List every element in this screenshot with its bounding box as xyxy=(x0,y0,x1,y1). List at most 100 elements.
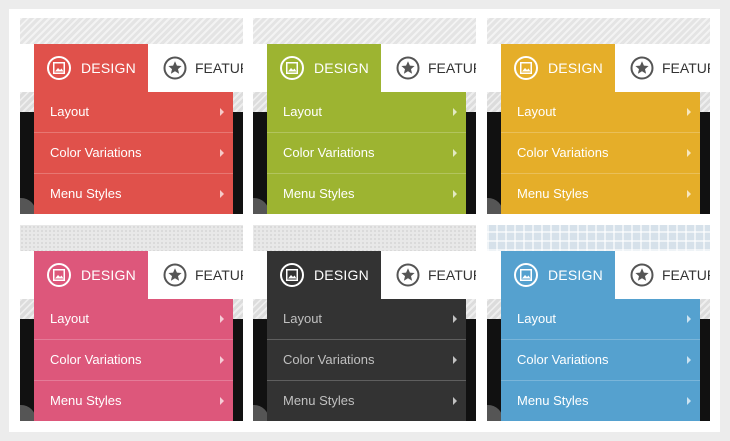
nav-tab-label: FEATURES xyxy=(428,60,476,76)
nav-tab-label: FEATURES xyxy=(662,60,710,76)
submenu-item[interactable]: Menu Styles xyxy=(501,381,700,421)
main-nav-bar: DESIGN FEATURES xyxy=(34,44,243,92)
arrow-right-icon xyxy=(220,397,224,405)
dropdown-submenu: Layout Color Variations Menu Styles xyxy=(267,92,466,214)
submenu-item[interactable]: Color Variations xyxy=(267,133,466,174)
arrow-right-icon xyxy=(220,108,224,116)
arrow-right-icon xyxy=(687,149,691,157)
submenu-item[interactable]: Layout xyxy=(267,299,466,340)
submenu-item[interactable]: Color Variations xyxy=(34,133,233,174)
nav-tab-design[interactable]: DESIGN xyxy=(267,44,381,92)
arrow-right-icon xyxy=(687,190,691,198)
arrow-right-icon xyxy=(453,149,457,157)
arrow-right-icon xyxy=(220,315,224,323)
decorative-shape xyxy=(253,198,269,214)
arrow-right-icon xyxy=(453,315,457,323)
submenu-item-label: Layout xyxy=(50,311,90,326)
submenu-item-label: Color Variations xyxy=(50,145,142,160)
submenu-item[interactable]: Color Variations xyxy=(501,340,700,381)
submenu-item-label: Layout xyxy=(283,104,323,119)
image-icon xyxy=(514,56,538,80)
nav-tab-label: DESIGN xyxy=(548,60,603,76)
submenu-item[interactable]: Layout xyxy=(267,92,466,133)
nav-tab-label: FEATURES xyxy=(662,267,710,283)
submenu-item-label: Layout xyxy=(283,311,323,326)
submenu-item-label: Layout xyxy=(50,104,90,119)
menu-preview-yellow: DESIGN FEATURES Layout Color V xyxy=(487,18,710,214)
submenu-item[interactable]: Menu Styles xyxy=(267,381,466,421)
arrow-right-icon xyxy=(220,190,224,198)
nav-tab-design[interactable]: DESIGN xyxy=(34,251,148,299)
image-icon xyxy=(280,263,304,287)
dropdown-submenu: Layout Color Variations Menu Styles xyxy=(501,299,700,421)
decorative-shape xyxy=(487,198,503,214)
submenu-item[interactable]: Color Variations xyxy=(501,133,700,174)
nav-tab-label: DESIGN xyxy=(314,267,369,283)
image-icon xyxy=(280,56,304,80)
main-nav-bar: DESIGN FEATURES xyxy=(267,44,476,92)
nav-tab-label: DESIGN xyxy=(314,60,369,76)
submenu-item[interactable]: Menu Styles xyxy=(34,381,233,421)
nav-tab-label: FEATURES xyxy=(195,267,243,283)
submenu-item-label: Layout xyxy=(517,311,557,326)
submenu-item-label: Menu Styles xyxy=(283,393,355,408)
main-nav-bar: DESIGN FEATURES xyxy=(267,251,476,299)
image-icon xyxy=(47,263,71,287)
nav-tab-features[interactable]: FEATURES xyxy=(615,44,710,92)
arrow-right-icon xyxy=(453,190,457,198)
page-background-pattern xyxy=(253,225,476,251)
decorative-shape xyxy=(253,405,269,421)
nav-tab-design[interactable]: DESIGN xyxy=(501,44,615,92)
nav-tab-features[interactable]: FEATURES xyxy=(148,44,243,92)
submenu-item-label: Color Variations xyxy=(517,145,609,160)
submenu-item[interactable]: Color Variations xyxy=(34,340,233,381)
submenu-item[interactable]: Layout xyxy=(34,92,233,133)
menu-preview-green: DESIGN FEATURES Layout Color V xyxy=(253,18,476,214)
arrow-right-icon xyxy=(687,397,691,405)
submenu-item-label: Menu Styles xyxy=(517,186,589,201)
page-background-pattern xyxy=(20,18,243,44)
submenu-item[interactable]: Menu Styles xyxy=(34,174,233,214)
nav-tab-features[interactable]: FEATURES xyxy=(148,251,243,299)
nav-tab-design[interactable]: DESIGN xyxy=(501,251,615,299)
nav-tab-label: DESIGN xyxy=(548,267,603,283)
decorative-shape xyxy=(20,405,36,421)
star-icon xyxy=(396,56,420,80)
star-icon xyxy=(630,56,654,80)
submenu-item[interactable]: Menu Styles xyxy=(267,174,466,214)
decorative-shape xyxy=(487,405,503,421)
nav-tab-label: DESIGN xyxy=(81,267,136,283)
nav-tab-features[interactable]: FEATURES xyxy=(381,251,476,299)
submenu-item-label: Menu Styles xyxy=(517,393,589,408)
main-nav-bar: DESIGN FEATURES xyxy=(501,44,710,92)
submenu-item[interactable]: Color Variations xyxy=(267,340,466,381)
submenu-item[interactable]: Layout xyxy=(501,92,700,133)
nav-tab-label: FEATURES xyxy=(195,60,243,76)
nav-tab-features[interactable]: FEATURES xyxy=(615,251,710,299)
page-background-pattern xyxy=(487,225,710,251)
submenu-item[interactable]: Layout xyxy=(34,299,233,340)
image-icon xyxy=(47,56,71,80)
submenu-item[interactable]: Layout xyxy=(501,299,700,340)
main-nav-bar: DESIGN FEATURES xyxy=(501,251,710,299)
menu-preview-pink: DESIGN FEATURES Layout Color V xyxy=(20,225,243,421)
arrow-right-icon xyxy=(220,356,224,364)
menu-preview-red: DESIGN FEATURES Layout Color V xyxy=(20,18,243,214)
dropdown-submenu: Layout Color Variations Menu Styles xyxy=(501,92,700,214)
page-background-pattern xyxy=(253,18,476,44)
star-icon xyxy=(163,263,187,287)
arrow-right-icon xyxy=(453,356,457,364)
dropdown-submenu: Layout Color Variations Menu Styles xyxy=(34,299,233,421)
arrow-right-icon xyxy=(687,108,691,116)
nav-tab-label: FEATURES xyxy=(428,267,476,283)
preview-frame: DESIGN FEATURES Layout Color V xyxy=(9,9,720,432)
nav-tab-design[interactable]: DESIGN xyxy=(267,251,381,299)
nav-tab-features[interactable]: FEATURES xyxy=(381,44,476,92)
nav-tab-design[interactable]: DESIGN xyxy=(34,44,148,92)
arrow-right-icon xyxy=(687,356,691,364)
submenu-item[interactable]: Menu Styles xyxy=(501,174,700,214)
image-icon xyxy=(514,263,538,287)
submenu-item-label: Menu Styles xyxy=(283,186,355,201)
main-nav-bar: DESIGN FEATURES xyxy=(34,251,243,299)
arrow-right-icon xyxy=(453,108,457,116)
